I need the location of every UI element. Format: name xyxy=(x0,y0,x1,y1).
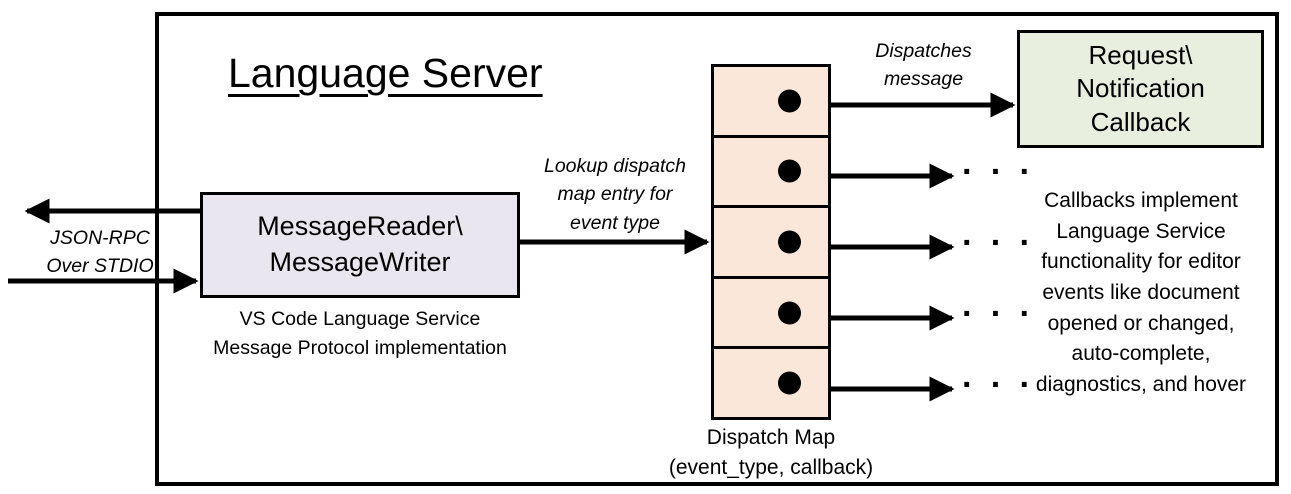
message-io-caption-line2: Message Protocol implementation xyxy=(213,336,507,359)
callback-caption: Callbacks implement Language Service fun… xyxy=(1006,186,1276,401)
callback-caption-line4: events like document xyxy=(1042,280,1240,304)
ellipsis-row-3: · · · xyxy=(962,223,1035,262)
dispatch-map-row[interactable] xyxy=(714,208,828,279)
ellipsis-row-2: · · · xyxy=(962,152,1035,191)
ellipsis-row-4: · · · xyxy=(962,294,1035,333)
message-io-line1: MessageReader\ xyxy=(257,211,463,242)
callback-caption-line2: Language Service xyxy=(1056,219,1226,243)
ellipsis-row-5: · · · xyxy=(962,365,1035,404)
language-server-boundary xyxy=(155,12,1279,486)
dispatch-map-caption: Dispatch Map (event_type, callback) xyxy=(640,423,902,484)
dispatches-label-line1: Dispatches xyxy=(875,40,972,62)
page-title: Language Server xyxy=(228,50,543,96)
request-notification-callback-box[interactable]: Request\ Notification Callback xyxy=(1017,30,1264,148)
callback-caption-line6: auto-complete, xyxy=(1071,342,1211,366)
message-io-caption-line1: VS Code Language Service xyxy=(239,308,481,330)
message-io-line2: MessageWriter xyxy=(269,247,451,277)
transport-label-line1: JSON-RPC xyxy=(50,227,150,249)
callback-caption-line7: diagnostics, and hover xyxy=(1035,372,1247,396)
lookup-label-line3: event type xyxy=(570,211,660,234)
dispatches-label-line2: message xyxy=(883,68,964,91)
dispatch-map-row[interactable] xyxy=(714,279,828,350)
transport-label: JSON-RPC Over STDIO xyxy=(30,224,170,281)
dispatch-map-row[interactable] xyxy=(714,67,828,138)
dispatch-map-caption-line1: Dispatch Map xyxy=(706,426,836,449)
callback-pointer-dot xyxy=(778,89,801,113)
lookup-label-line2: map entry for xyxy=(557,183,673,206)
callback-caption-line1: Callbacks implement xyxy=(1044,189,1238,212)
callback-line1: Request\ xyxy=(1088,40,1193,71)
transport-label-line2: Over STDIO xyxy=(46,255,154,278)
lookup-label-line1: Lookup dispatch xyxy=(543,155,687,177)
message-reader-writer-box[interactable]: MessageReader\ MessageWriter xyxy=(200,192,520,298)
callback-line2: Notification xyxy=(1076,73,1205,104)
dispatch-map-caption-line2: (event_type, callback) xyxy=(668,456,874,480)
dispatches-message-label: Dispatches message xyxy=(836,37,1011,94)
callback-pointer-dot xyxy=(778,301,801,325)
callback-caption-line3: functionality for editor xyxy=(1041,250,1241,274)
callback-pointer-dot xyxy=(778,230,801,254)
callback-caption-line5: opened or changed, xyxy=(1047,311,1235,335)
callback-pointer-dot xyxy=(778,159,801,183)
callback-line3: Callback xyxy=(1090,106,1191,137)
dispatch-map-row[interactable] xyxy=(714,349,828,417)
dispatch-map-row[interactable] xyxy=(714,138,828,209)
dispatch-map-table[interactable] xyxy=(711,64,831,420)
callback-pointer-dot xyxy=(778,371,801,395)
lookup-dispatch-label: Lookup dispatch map entry for event type xyxy=(520,152,710,237)
message-io-caption: VS Code Language Service Message Protoco… xyxy=(200,305,520,363)
